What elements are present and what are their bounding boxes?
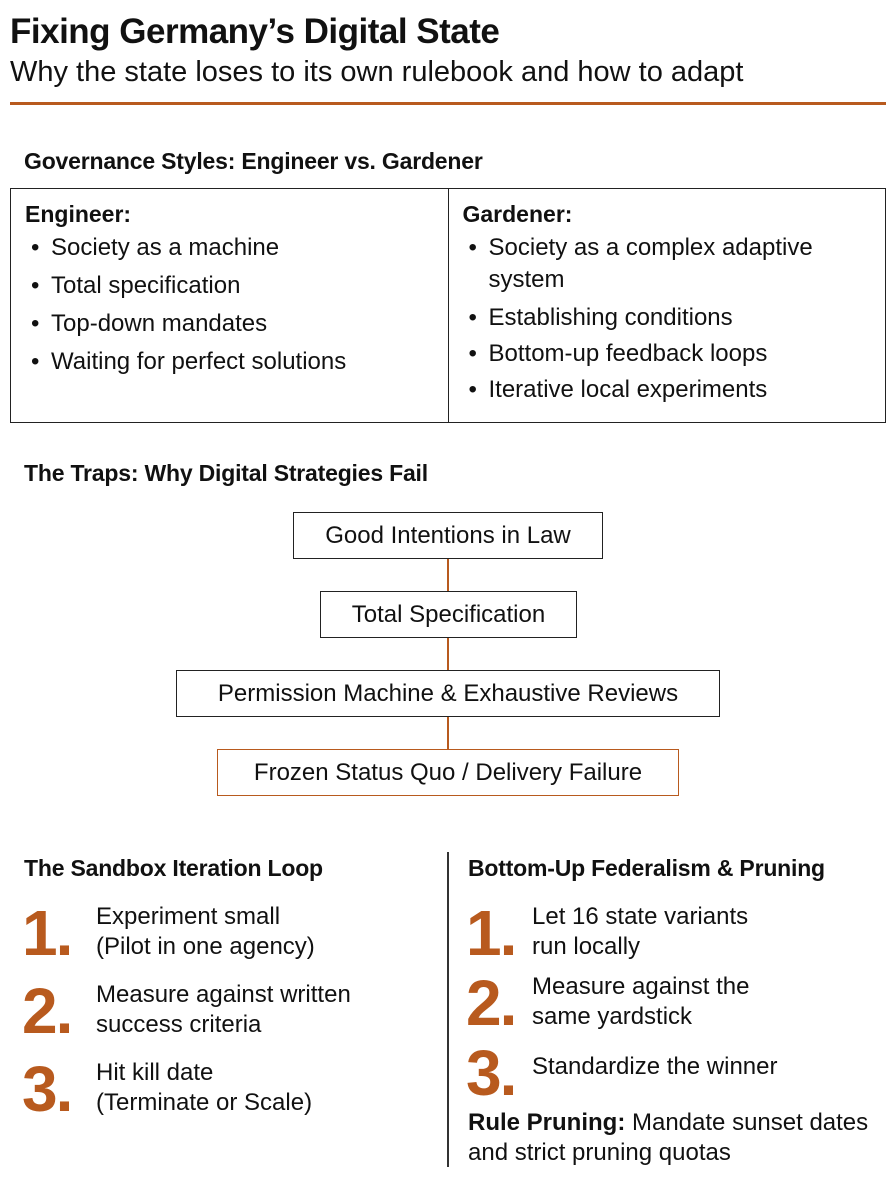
gardener-item: Society as a complex adaptive system: [463, 232, 872, 296]
rule-pruning-text: Mandate sunset dates and strict pruning …: [468, 1109, 869, 1166]
flow-connector: [447, 638, 449, 670]
engineer-title: Engineer:: [25, 201, 132, 227]
engineer-item: Society as a machine: [25, 232, 434, 264]
column-divider: [447, 852, 449, 1167]
flow-connector: [447, 559, 449, 591]
step-text: Measure against the same yardstick: [532, 973, 750, 1030]
engineer-list: Society as a machine Total specification…: [25, 232, 434, 378]
trap-step-good-intentions: Good Intentions in Law: [293, 512, 603, 559]
engineer-item: Top-down mandates: [25, 308, 434, 340]
rule-pruning-label: Rule Pruning:: [468, 1109, 626, 1136]
step-number: 2.: [466, 967, 517, 1039]
sandbox-step-3: 3. Hit kill date (Terminate or Scale): [22, 1053, 313, 1125]
gardener-column: Gardener: Society as a complex adaptive …: [449, 189, 886, 422]
federalism-heading: Bottom-Up Federalism & Pruning: [468, 855, 825, 881]
sandbox-step-2: 2. Measure against written success crite…: [22, 975, 351, 1047]
step-number: 1.: [466, 897, 517, 969]
governance-comparison-table: Engineer: Society as a machine Total spe…: [10, 188, 886, 423]
traps-heading: The Traps: Why Digital Strategies Fail: [24, 460, 428, 486]
engineer-column: Engineer: Society as a machine Total spe…: [11, 189, 449, 422]
step-text: Experiment small (Pilot in one agency): [96, 903, 315, 960]
engineer-item: Waiting for perfect solutions: [25, 346, 434, 378]
step-number: 3.: [22, 1053, 73, 1125]
step-number: 3.: [466, 1037, 517, 1109]
step-text: Let 16 state variants run locally: [532, 903, 749, 960]
federalism-step-2: 2. Measure against the same yardstick: [466, 967, 750, 1039]
gardener-item: Iterative local experiments: [463, 374, 872, 406]
step-number: 1.: [22, 897, 73, 969]
trap-step-permission-machine: Permission Machine & Exhaustive Reviews: [176, 670, 720, 717]
trap-step-frozen-status-quo: Frozen Status Quo / Delivery Failure: [217, 749, 679, 796]
step-text: Standardize the winner: [532, 1053, 778, 1080]
trap-step-total-specification: Total Specification: [320, 591, 577, 638]
gardener-item: Establishing conditions: [463, 302, 872, 334]
page-subtitle: Why the state loses to its own rulebook …: [10, 56, 744, 88]
gardener-item: Bottom-up feedback loops: [463, 338, 872, 370]
step-text: Measure against written success criteria: [96, 981, 351, 1038]
flow-connector: [447, 717, 449, 749]
federalism-step-1: 1. Let 16 state variants run locally: [466, 897, 749, 969]
gardener-title: Gardener:: [462, 201, 573, 227]
title-divider: [10, 102, 886, 105]
federalism-step-3: 3. Standardize the winner: [466, 1037, 778, 1109]
governance-heading: Governance Styles: Engineer vs. Gardener: [24, 148, 483, 174]
step-number: 2.: [22, 975, 73, 1047]
engineer-item: Total specification: [25, 270, 434, 302]
page-title: Fixing Germany’s Digital State: [10, 12, 500, 51]
sandbox-step-1: 1. Experiment small (Pilot in one agency…: [22, 897, 315, 969]
gardener-list: Society as a complex adaptive system Est…: [463, 232, 872, 406]
sandbox-heading: The Sandbox Iteration Loop: [24, 855, 323, 881]
step-text: Hit kill date (Terminate or Scale): [96, 1059, 313, 1116]
rule-pruning-note: Rule Pruning: Mandate sunset dates and s…: [468, 1108, 888, 1168]
